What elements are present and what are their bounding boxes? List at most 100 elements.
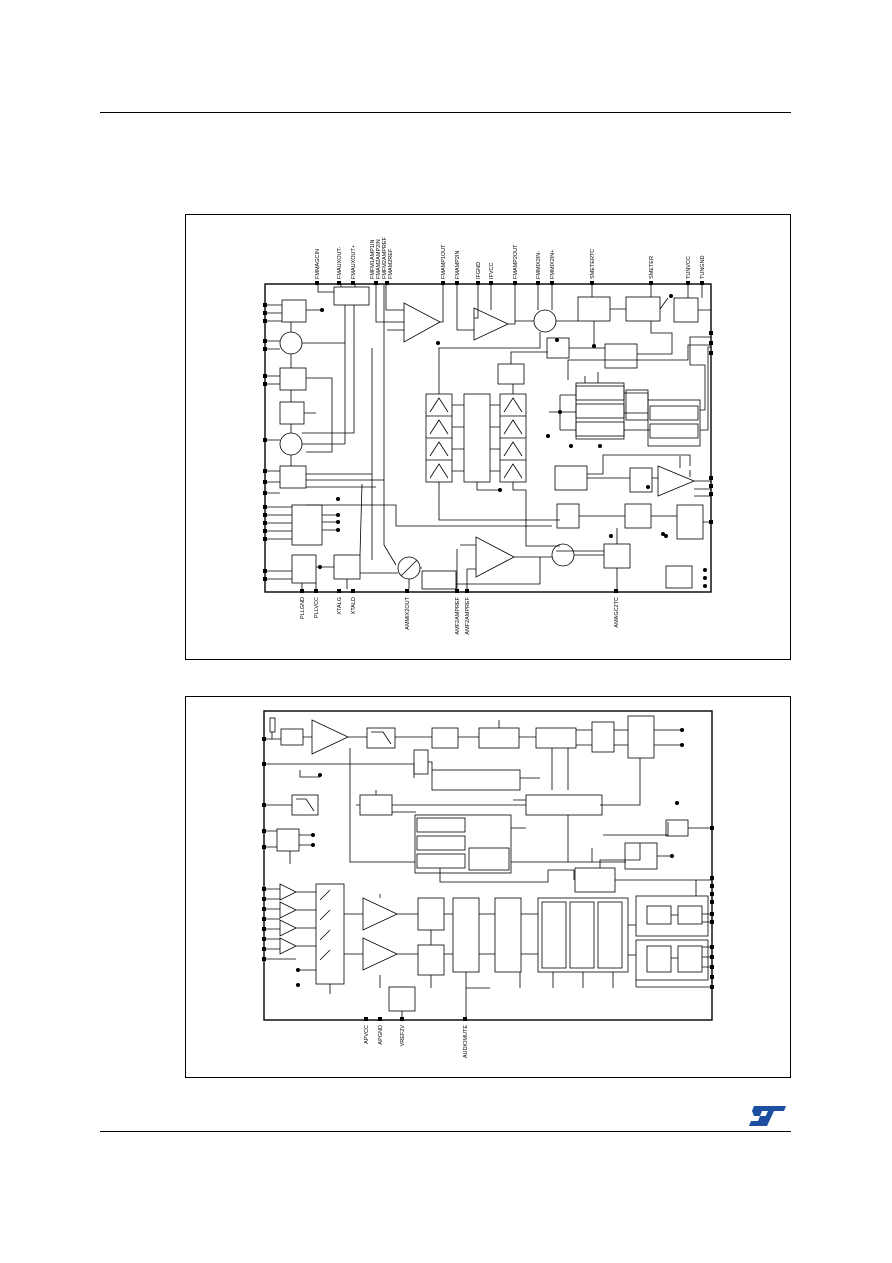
fig1-wire xyxy=(306,473,552,527)
fig1-block xyxy=(279,465,307,489)
fig2-switch xyxy=(677,945,703,973)
fig1-register xyxy=(575,403,625,419)
fig2-block xyxy=(417,897,445,931)
fig2-bottom-labels: APVCC APGND VREF2V AUDIOMUTE xyxy=(364,1025,469,1058)
figure-2-frame xyxy=(185,696,791,1078)
fig1-wire xyxy=(375,285,516,331)
pin-label: VREF2V xyxy=(400,1025,406,1047)
pin-label: FMFM2AMPREF xyxy=(382,237,388,280)
pin-label: FMMAGCIN xyxy=(315,249,321,279)
fig2-block xyxy=(452,897,480,973)
fig2-wire xyxy=(264,720,680,778)
pin-label: APGND xyxy=(378,1025,384,1045)
fig1-register-stack xyxy=(575,382,625,440)
fig2-amplifier xyxy=(362,897,398,931)
pin-label: AMF2AMPREF xyxy=(455,596,461,634)
fig1-switch xyxy=(629,467,653,493)
fig2-output-section xyxy=(635,895,709,937)
header-rule xyxy=(100,112,791,113)
figure-1-frame xyxy=(185,214,791,660)
fig2-switch xyxy=(677,905,703,925)
fig1-wire xyxy=(549,336,711,431)
fig2-amplifier xyxy=(362,937,398,971)
fig2-block xyxy=(535,727,577,749)
fig2-amplifier xyxy=(311,719,349,755)
fig2-block xyxy=(494,897,522,973)
fig2-block xyxy=(537,897,629,973)
fig2-switch-matrix xyxy=(315,883,345,985)
pin-label: FMAUXOUT+ xyxy=(351,245,357,279)
fig1-amplifier xyxy=(403,302,441,343)
fig1-wire xyxy=(556,454,711,589)
fig2-wire xyxy=(599,827,712,881)
fig1-filter-glyph xyxy=(426,397,452,479)
fig1-block xyxy=(577,296,611,322)
fig2-wire xyxy=(439,815,669,883)
fig2-input-buffer xyxy=(279,883,297,955)
fig2-block xyxy=(574,867,616,893)
pin-label: IFVCC xyxy=(489,262,495,279)
pin-label: XTALD xyxy=(351,597,357,614)
fig1-mixer xyxy=(551,543,575,567)
fig1-dots xyxy=(609,485,707,588)
fig1-block xyxy=(333,554,361,580)
fig2-switch xyxy=(646,905,672,925)
fig1-block xyxy=(279,367,307,391)
fig2-memory-block xyxy=(414,814,512,874)
fig2-wire xyxy=(264,888,331,994)
fig2-filter xyxy=(366,727,396,749)
pin-label: XTALG xyxy=(337,597,343,615)
fig2-block xyxy=(478,727,520,749)
fig1-block xyxy=(281,299,307,323)
fig2-switch xyxy=(646,945,672,973)
pin-label: PLLVCC xyxy=(314,597,320,618)
fig1-wire xyxy=(302,285,356,453)
pin-label: IFGND xyxy=(476,262,482,279)
footer-rule xyxy=(100,1131,791,1132)
fig1-amplifier xyxy=(657,465,696,497)
fig1-switch xyxy=(556,503,580,529)
pin-label: TUNGND xyxy=(700,255,706,279)
fig2-block xyxy=(525,794,603,816)
fig2-filter-glyph xyxy=(296,798,315,812)
fig2-chip-outline xyxy=(263,710,713,1021)
fig1-block xyxy=(291,504,323,546)
fig1-block xyxy=(676,504,704,540)
fig2-dots xyxy=(318,728,684,777)
pin-label: FMAM2AMP2IN xyxy=(376,239,382,279)
fig1-amplifier xyxy=(475,536,515,578)
fig2-switch xyxy=(591,721,615,753)
fig1-block xyxy=(625,296,661,322)
fig2-block xyxy=(431,727,459,749)
fig2-wire xyxy=(344,894,614,1017)
fig1-dots xyxy=(546,410,602,448)
fig1-block xyxy=(554,465,588,491)
fig1-register xyxy=(575,385,625,401)
fig1-block xyxy=(673,297,699,323)
fig1-amplifier xyxy=(473,307,509,341)
fig1-mixer xyxy=(533,309,557,333)
fig1-block xyxy=(421,570,457,590)
fig1-mixer xyxy=(279,331,303,355)
pin-label: AMAGC2TC xyxy=(614,597,620,628)
fig1-top-pins xyxy=(315,281,704,285)
fig2-register xyxy=(468,847,510,871)
fig2-block xyxy=(624,842,658,870)
fig2-dots xyxy=(296,968,300,987)
fig1-left-pins xyxy=(263,303,267,581)
fig1-mixer xyxy=(279,432,303,456)
pin-label: SMETERTC xyxy=(590,249,596,279)
fig1-dots xyxy=(318,308,340,569)
st-logo-icon xyxy=(749,1106,786,1126)
fig2-block xyxy=(276,828,300,852)
fig2-block xyxy=(627,715,655,759)
fig2-register xyxy=(597,901,623,969)
pin-label: AUDIOMUTE xyxy=(463,1025,469,1058)
fig1-switch xyxy=(625,389,649,421)
pin-label: AMMIX2OUT xyxy=(405,596,411,629)
fig1-block xyxy=(291,554,317,584)
fig1-block xyxy=(333,286,370,306)
pin-label: APVCC xyxy=(364,1025,370,1044)
fig2-register xyxy=(416,817,466,833)
